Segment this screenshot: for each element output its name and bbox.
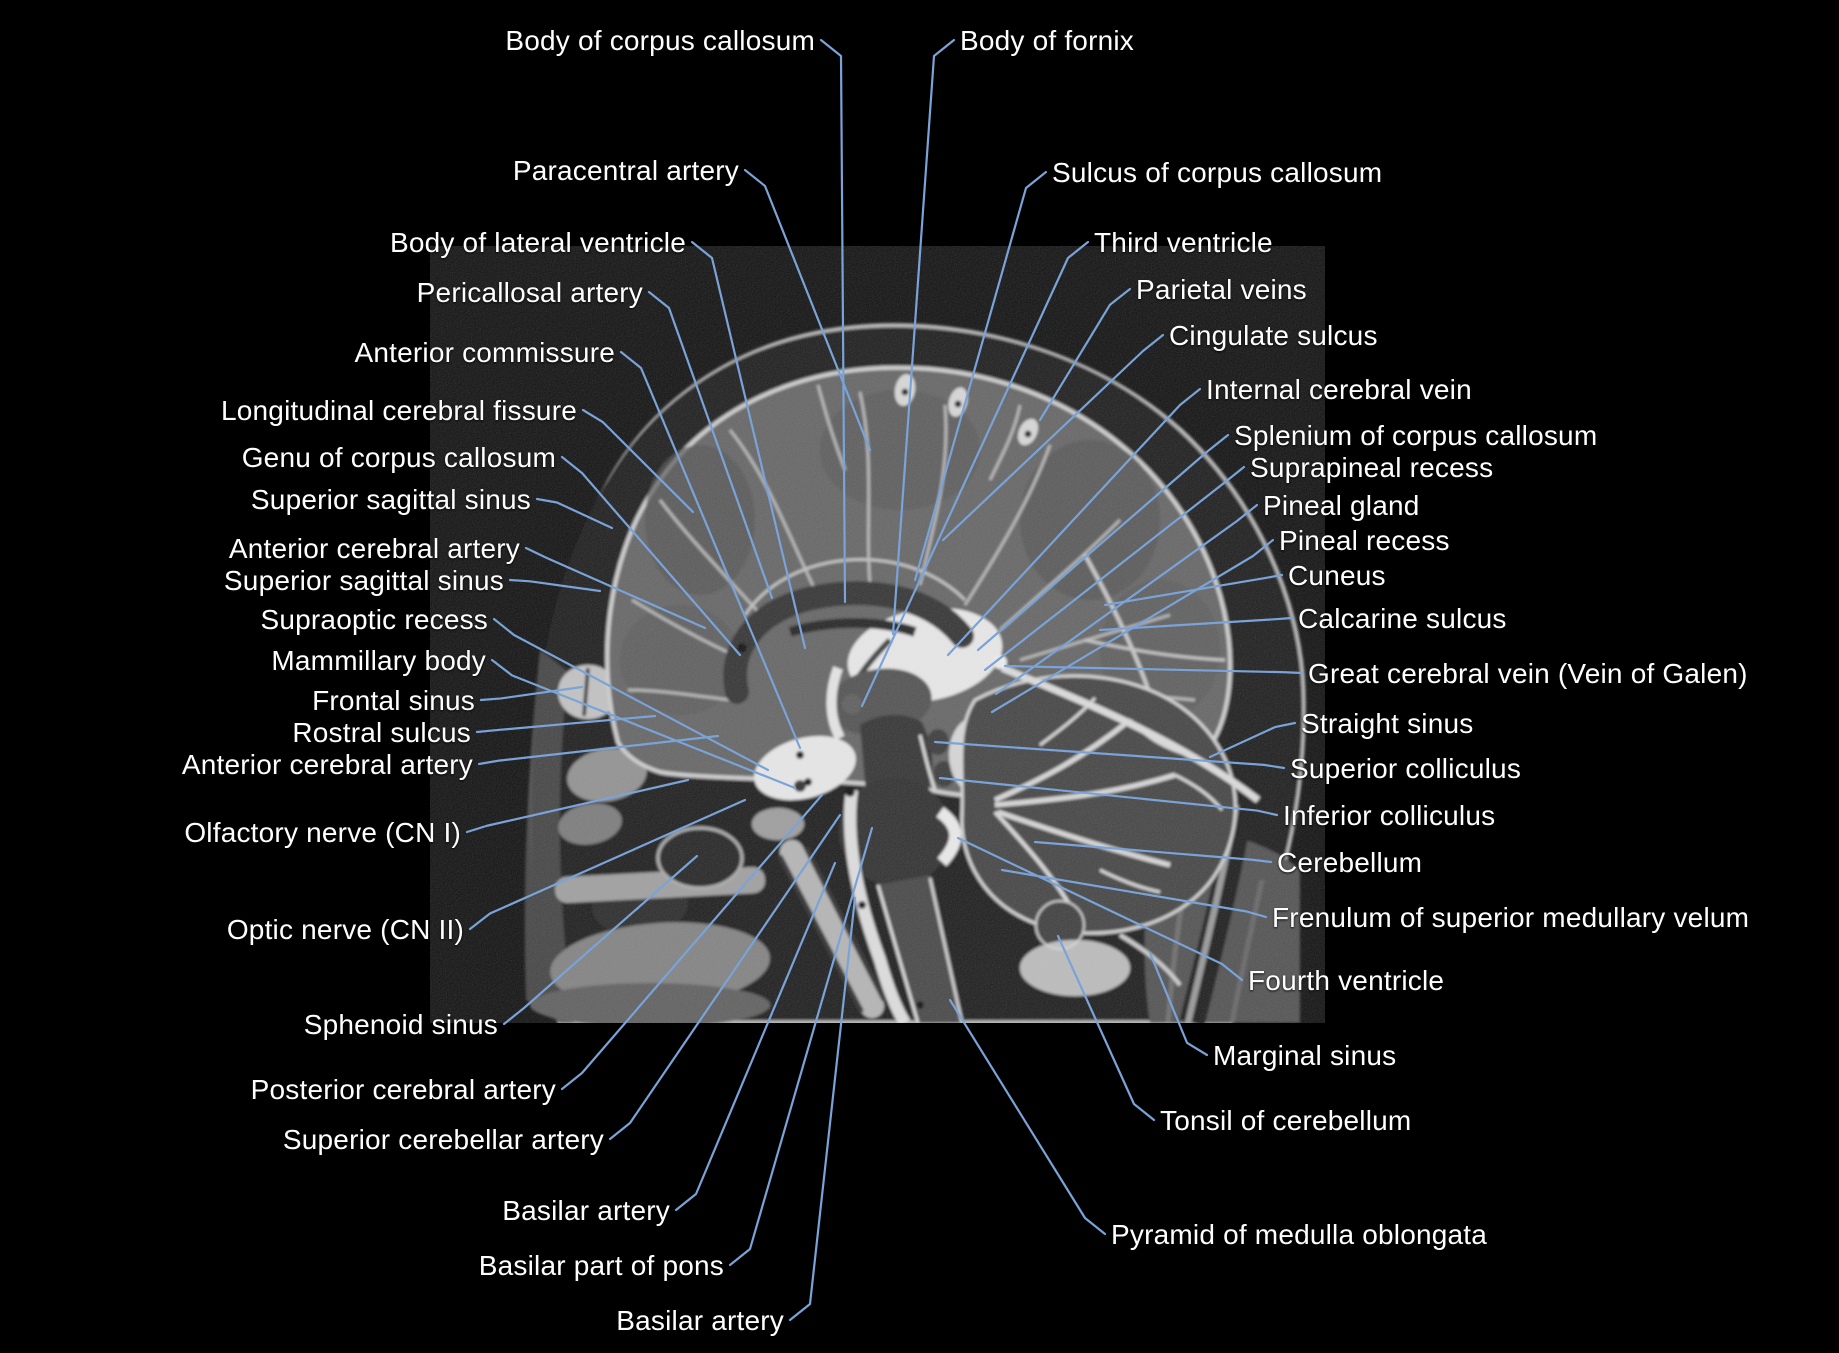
anatomy-label: Suprapineal recess (1250, 452, 1494, 483)
leader-line (1056, 934, 1156, 1122)
anatomy-label: Frenulum of superior medullary velum (1272, 902, 1750, 933)
anatomy-label: Superior sagittal sinus (250, 484, 531, 515)
anatomy-label: Marginal sinus (1213, 1040, 1397, 1071)
anatomy-label: Optic nerve (CN II) (226, 914, 464, 945)
anatomy-label: Body of lateral ventricle (389, 227, 686, 258)
anatomy-label: Pericallosal artery (416, 277, 643, 308)
anatomy-label: Third ventricle (1094, 227, 1273, 258)
anatomy-label: Anterior cerebral artery (181, 749, 473, 780)
leader-line (860, 240, 1090, 708)
leader-line (938, 776, 1279, 817)
leader-line (535, 497, 614, 530)
anatomy-label: Longitudinal cerebral fissure (220, 395, 577, 426)
leader-line (674, 861, 837, 1212)
anatomy-label: Genu of corpus callosum (241, 442, 556, 473)
leader-line (990, 538, 1275, 714)
anatomy-label: Anterior commissure (354, 337, 615, 368)
anatomy-label: Paracentral artery (512, 155, 739, 186)
anatomy-label: Cuneus (1288, 560, 1386, 591)
leader-line (479, 685, 584, 702)
anatomy-label: Mammillary body (271, 645, 486, 676)
leader-line (1033, 840, 1273, 864)
leader-line (941, 333, 1165, 542)
anatomy-label: Posterior cerebral artery (250, 1074, 556, 1105)
leader-line (560, 793, 824, 1091)
leader-line (1208, 721, 1297, 759)
anatomy-label: Splenium of corpus callosum (1234, 420, 1598, 451)
leader-line (946, 387, 1202, 657)
anatomy-label: Body of fornix (960, 25, 1134, 56)
leader-line (1148, 951, 1209, 1057)
anatomy-label: Pyramid of medulla oblongata (1111, 1219, 1488, 1250)
leader-line (728, 826, 874, 1267)
leader-line (913, 170, 1048, 582)
leader-line (1103, 573, 1284, 607)
anatomy-label: Superior cerebellar artery (282, 1124, 604, 1155)
leader-line (608, 813, 842, 1141)
anatomy-label: Basilar artery (616, 1305, 784, 1336)
leader-line (956, 836, 1244, 982)
leader-line (743, 168, 872, 452)
anatomy-label: Fourth ventricle (1248, 965, 1445, 996)
leader-line (490, 658, 797, 790)
leader-line (465, 778, 690, 834)
leader-line (1000, 868, 1268, 919)
anatomy-label: Supraoptic recess (260, 604, 488, 635)
anatomy-label: Great cerebral vein (Vein of Galen) (1308, 658, 1748, 689)
anatomy-label: Body of corpus callosum (505, 25, 815, 56)
anatomy-label: Sphenoid sinus (303, 1009, 498, 1040)
leader-line (1003, 664, 1304, 675)
anatomy-label: Parietal veins (1136, 274, 1307, 305)
leader-line (477, 734, 720, 766)
leader-line (976, 433, 1230, 652)
anatomy-label: Pineal gland (1263, 490, 1420, 521)
anatomy-label: Calcarine sulcus (1298, 603, 1507, 634)
leader-line (502, 854, 699, 1026)
leader-line (948, 998, 1107, 1236)
anatomy-label: Superior colliculus (1290, 753, 1522, 784)
anatomy-label: Cerebellum (1277, 847, 1423, 878)
leader-line (492, 617, 770, 772)
leader-lines (465, 38, 1304, 1322)
leader-line (819, 38, 847, 604)
leader-line (933, 740, 1286, 770)
anatomy-label: Tonsil of cerebellum (1160, 1105, 1412, 1136)
leader-line (1098, 616, 1294, 632)
leader-line (475, 714, 657, 734)
anatomy-label: Olfactory nerve (CN I) (184, 817, 461, 848)
anatomy-label: Pineal recess (1279, 525, 1450, 556)
anatomy-label: Sulcus of corpus callosum (1052, 157, 1383, 188)
leader-line (690, 240, 807, 650)
anatomy-label: Internal cerebral vein (1206, 374, 1472, 405)
leader-line (994, 503, 1259, 696)
leader-line (788, 896, 857, 1322)
anatomy-label: Anterior cerebral artery (228, 533, 520, 564)
leader-line (619, 350, 802, 750)
leader-line (983, 465, 1246, 672)
anatomy-label: Straight sinus (1301, 708, 1474, 739)
leader-line (647, 290, 774, 600)
leader-line (891, 38, 956, 636)
anatomy-label: Basilar part of pons (478, 1250, 724, 1281)
leader-line (560, 455, 742, 657)
anatomy-label: Superior sagittal sinus (223, 565, 504, 596)
anatomy-label: Basilar artery (502, 1195, 670, 1226)
leader-line (508, 578, 602, 593)
leader-line (581, 408, 695, 514)
leader-line (1038, 287, 1132, 422)
anatomy-label: Inferior colliculus (1283, 800, 1496, 831)
leader-line (468, 798, 747, 931)
anatomy-label: Frontal sinus (312, 685, 475, 716)
anatomy-label: Rostral sulcus (292, 717, 471, 748)
anatomy-label: Cingulate sulcus (1169, 320, 1378, 351)
mri-noise-overlay (430, 246, 1325, 1023)
leader-line (524, 546, 707, 630)
